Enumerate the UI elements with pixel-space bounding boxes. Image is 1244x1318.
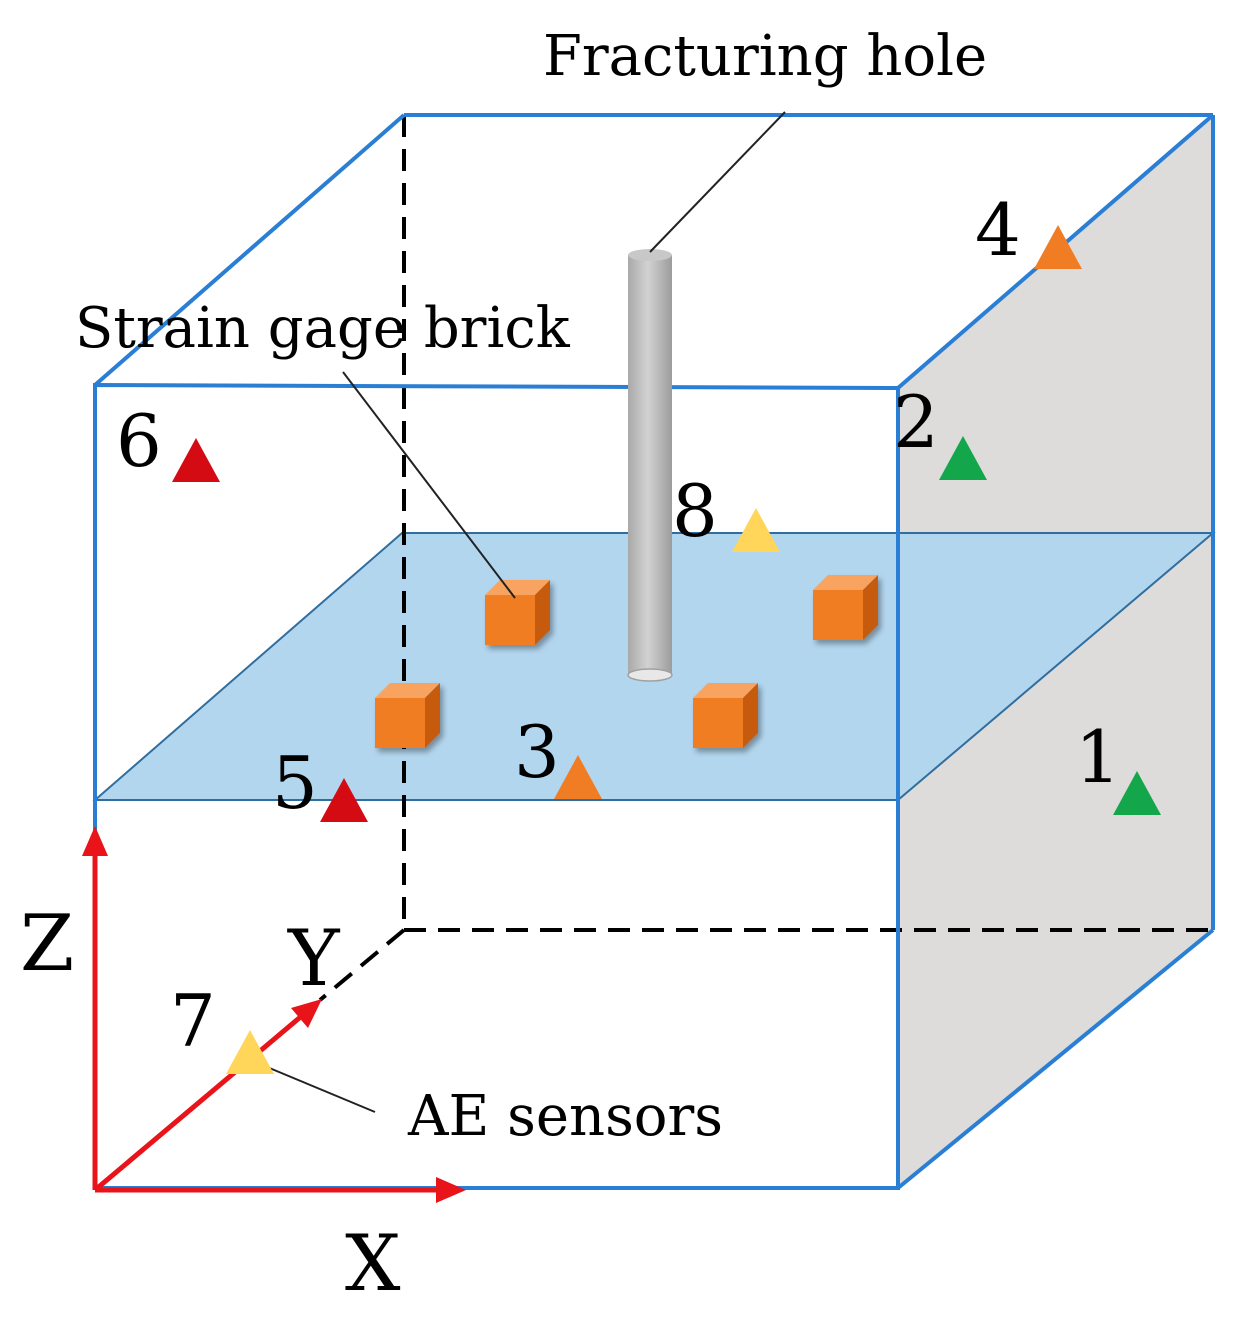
ae-sensor-number-6: 6 — [116, 399, 162, 483]
strain-gage-brick — [485, 580, 550, 645]
hidden-edges — [318, 115, 1213, 1002]
axis-label-y: Y — [287, 914, 341, 1004]
strain-gage-brick-label: Strain gage brick — [75, 296, 571, 361]
ae-sensors-label: AE sensors — [407, 1084, 723, 1149]
strain-gage-brick — [693, 683, 758, 748]
ae-sensor-marker-2 — [939, 436, 987, 480]
strain-gage-brick — [375, 683, 440, 748]
ae-sensor-number-2: 2 — [893, 380, 939, 464]
ae-sensor-number-3: 3 — [514, 710, 560, 794]
sensor-layer: 1 2 3 4 5 6 7 8 — [116, 188, 1161, 1074]
ae-sensor-marker-6 — [172, 438, 220, 482]
ae-sensor-number-1: 1 — [1075, 715, 1121, 799]
ae-sensor-number-5: 5 — [272, 741, 318, 825]
coordinate-axes — [82, 826, 466, 1203]
ae-sensor-number-8: 8 — [672, 469, 718, 553]
axis-label-z: Z — [20, 899, 74, 989]
strain-gage-bricks — [375, 575, 878, 748]
ae-sensor-marker-4 — [1034, 225, 1082, 269]
leader-lines — [254, 111, 786, 1113]
ae-sensor-marker-1 — [1113, 771, 1161, 815]
ae-sensor-marker-3 — [554, 755, 602, 799]
ae-sensor-number-7: 7 — [170, 979, 216, 1063]
ae-sensor-number-4: 4 — [975, 188, 1021, 272]
fracturing-hole-label: Fracturing hole — [543, 24, 987, 89]
ae-sensor-marker-7 — [226, 1030, 274, 1074]
strain-gage-brick — [813, 575, 878, 640]
ae-sensor-marker-8 — [732, 508, 780, 552]
fracturing-hole-pipe — [627, 249, 673, 682]
ae-sensor-marker-5 — [320, 778, 368, 822]
axis-label-x: X — [345, 1219, 401, 1309]
